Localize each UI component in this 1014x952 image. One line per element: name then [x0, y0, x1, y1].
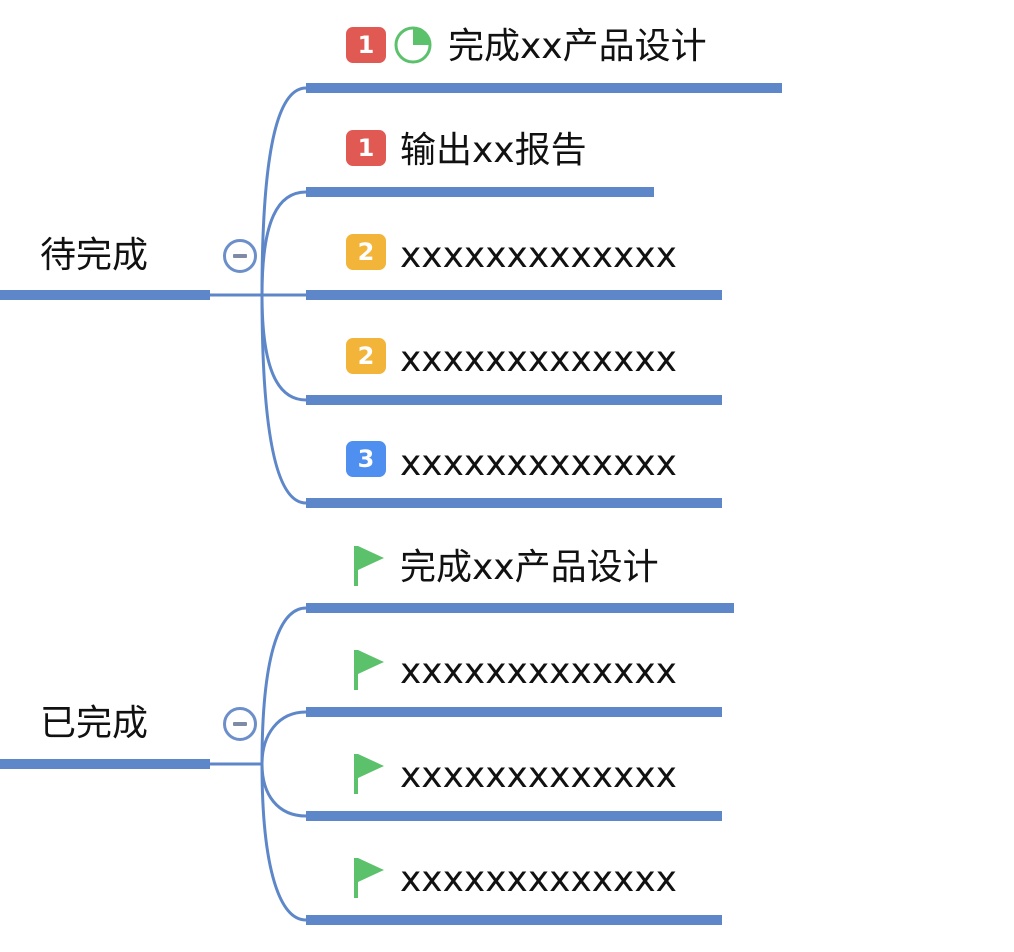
- topic-item[interactable]: xxxxxxxxxxxxx: [400, 339, 677, 380]
- item-underline: [306, 707, 722, 717]
- minus-circle-icon[interactable]: [223, 707, 257, 741]
- item-underline: [306, 498, 722, 508]
- priority-1-icon: 1: [346, 27, 386, 63]
- item-underline: [306, 915, 722, 925]
- priority-2-icon: 2: [346, 234, 386, 270]
- priority-3-icon: 3: [346, 441, 386, 477]
- minus-circle-icon[interactable]: [223, 239, 257, 273]
- progress-quarter-icon: [394, 26, 432, 64]
- topic-item[interactable]: 完成xx产品设计: [400, 547, 659, 588]
- topic-item[interactable]: xxxxxxxxxxxxx: [400, 651, 677, 692]
- topic-item[interactable]: 完成xx产品设计: [448, 26, 707, 67]
- flag-icon: [354, 546, 384, 586]
- item-underline: [306, 83, 782, 93]
- topic-item[interactable]: xxxxxxxxxxxxx: [400, 443, 677, 484]
- item-underline: [306, 811, 722, 821]
- flag-icon: [354, 650, 384, 690]
- branch-connectors-done: [0, 603, 734, 925]
- item-underline: [306, 395, 722, 405]
- topic-item[interactable]: xxxxxxxxxxxxx: [400, 859, 677, 900]
- item-underline: [306, 603, 734, 613]
- topic-item[interactable]: 输出xx报告: [400, 130, 587, 171]
- topic-item[interactable]: xxxxxxxxxxxxx: [400, 755, 677, 796]
- priority-1-icon: 1: [346, 130, 386, 166]
- branch-connectors-pending: [0, 83, 782, 508]
- branch-label-pending[interactable]: 待完成: [40, 235, 149, 276]
- item-underline: [306, 187, 654, 197]
- flag-icon: [354, 754, 384, 794]
- topic-item[interactable]: xxxxxxxxxxxxx: [400, 235, 677, 276]
- item-underline: [306, 290, 722, 300]
- branch-label-done[interactable]: 已完成: [40, 703, 149, 744]
- root-underline-pending: [0, 290, 210, 300]
- flag-icon: [354, 858, 384, 898]
- priority-2-icon: 2: [346, 338, 386, 374]
- root-underline-done: [0, 759, 210, 769]
